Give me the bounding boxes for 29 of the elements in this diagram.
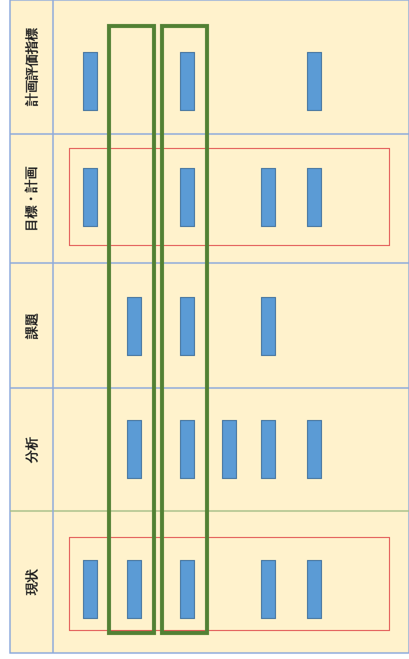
bar [127,420,142,479]
bar [83,168,98,227]
column-frame [160,24,209,635]
bar [180,52,195,111]
row-label: 課題 [24,312,40,338]
row-label: 計画評価指標 [24,28,40,106]
row-label: 分析 [24,436,40,462]
bar [307,560,322,619]
bar [83,560,98,619]
group-frame [69,148,390,246]
bar [261,560,276,619]
bar [307,420,322,479]
bar [222,420,237,479]
bar [180,297,195,356]
bar [261,297,276,356]
bar [180,168,195,227]
bar [261,168,276,227]
bar [307,168,322,227]
bar [180,560,195,619]
bar [127,560,142,619]
column-frame [107,24,156,635]
row-label: 現状 [24,569,40,595]
row-label: 目標・計画 [23,166,40,231]
bar [261,420,276,479]
bar [83,52,98,111]
group-frame [69,537,390,631]
bar [307,52,322,111]
bar [180,420,195,479]
bar [127,297,142,356]
